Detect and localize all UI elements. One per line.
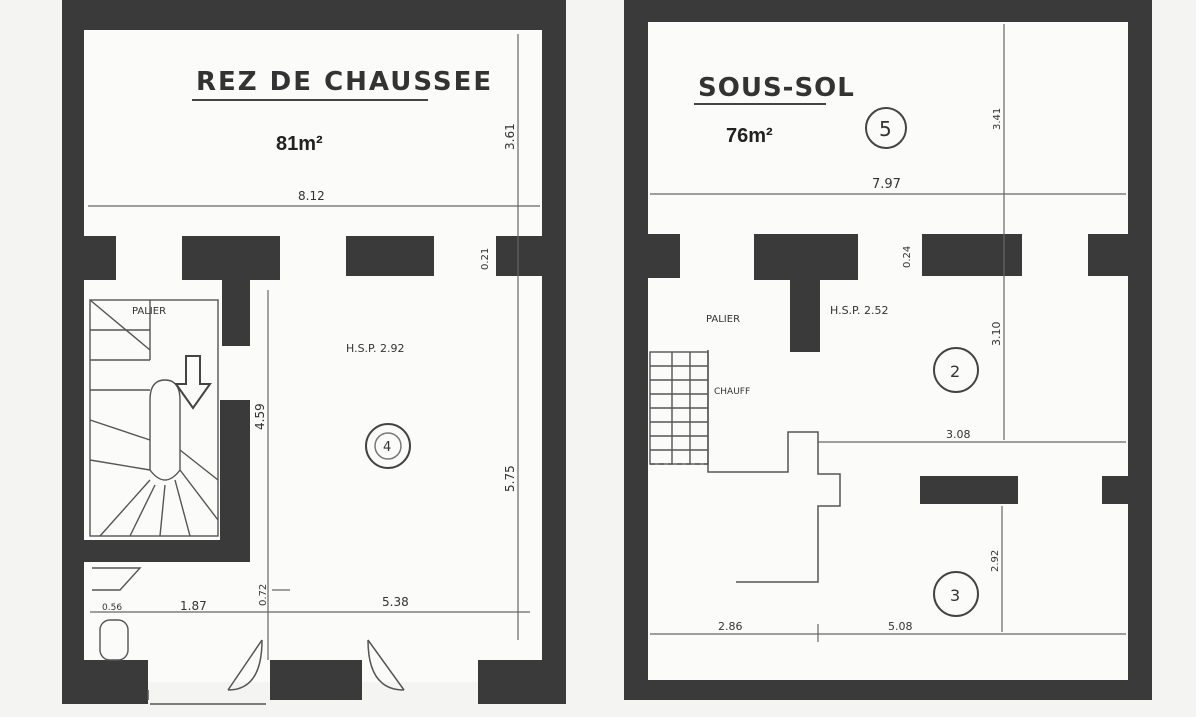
right-chauff-room [707, 350, 841, 583]
right-t-column [754, 234, 858, 352]
right-room-a: 2 [950, 362, 960, 381]
right-dim-mid-width: 3.08 [946, 428, 971, 441]
right-dim-bottom-left: 2.86 [718, 620, 743, 633]
right-dim-top-height: 3.41 [992, 108, 1003, 130]
left-beam-3 [496, 236, 542, 276]
left-top-wall-notch-b [378, 0, 566, 30]
right-dim-bottom-right: 5.08 [888, 620, 913, 633]
left-room-number-circle [365, 423, 411, 469]
right-room-number-top: 5 [879, 117, 892, 141]
right-beam-2 [922, 234, 1022, 276]
right-dim-mid-height: 3.10 [990, 322, 1003, 347]
right-room-circle-top [865, 107, 907, 149]
right-dimension-lines [650, 24, 1126, 642]
right-room-circle-a [933, 347, 979, 393]
left-plan-area: 81m² [276, 133, 323, 155]
left-stair-arrow-icon [174, 355, 212, 410]
left-wc [92, 567, 142, 661]
right-room-b: 3 [950, 586, 960, 605]
left-top-wall-notch-a [62, 0, 198, 30]
left-dim-stair-height: 4.59 [253, 403, 267, 430]
left-bottom-wall [270, 660, 362, 700]
plan-sous-sol: SOUS-SOL 76m² 5 7.97 3.41 0.24 3.10 3.08… [624, 0, 1152, 700]
left-dim-small-v: 0.72 [258, 584, 269, 606]
right-room-circle-b [933, 571, 979, 617]
left-stair-wall [220, 400, 250, 560]
right-plan-title: SOUS-SOL [698, 73, 855, 103]
left-dim-top-height: 3.61 [503, 123, 517, 150]
left-stair-bottom-wall [84, 540, 250, 562]
left-t-column [182, 236, 280, 346]
right-label-palier: PALIER [706, 314, 740, 325]
right-beam-5 [1102, 476, 1128, 504]
left-label-palier: PALIER [132, 306, 166, 317]
right-dim-low-height: 2.92 [990, 550, 1001, 572]
right-beam-1 [648, 234, 680, 278]
left-room-number-inner [374, 432, 402, 460]
left-dim-wc-small: 0.56 [102, 603, 122, 613]
right-beam-3 [1088, 234, 1128, 276]
left-plan-title: REZ DE CHAUSSEE [196, 67, 493, 97]
right-plan-area: 76m² [726, 125, 773, 147]
right-interior [648, 22, 1128, 682]
left-dim-right-height: 5.75 [503, 465, 517, 492]
left-dim-wc-width: 1.87 [180, 599, 207, 613]
left-dim-top-width: 8.12 [298, 189, 325, 203]
right-beam-4 [920, 476, 1018, 504]
right-dim-wall-gap: 0.24 [902, 246, 913, 268]
left-beam-1 [84, 236, 116, 280]
left-label-hsp: H.S.P. 2.92 [346, 342, 404, 355]
left-dim-wall-gap: 0.21 [480, 248, 491, 270]
right-dim-top-width: 7.97 [872, 177, 901, 192]
left-interior [84, 30, 542, 682]
right-label-hsp: H.S.P. 2.52 [830, 304, 888, 317]
left-doors [147, 639, 405, 705]
left-dim-entry-width: 5.38 [382, 595, 409, 609]
left-room-number: 4 [383, 440, 391, 455]
right-label-chauff: CHAUFF [714, 387, 750, 397]
plan-rez-de-chaussee: REZ DE CHAUSSEE 81m² 8.12 3.61 0.21 5.75… [62, 0, 566, 705]
left-beam-2 [346, 236, 434, 276]
left-dimension-lines [88, 34, 540, 660]
